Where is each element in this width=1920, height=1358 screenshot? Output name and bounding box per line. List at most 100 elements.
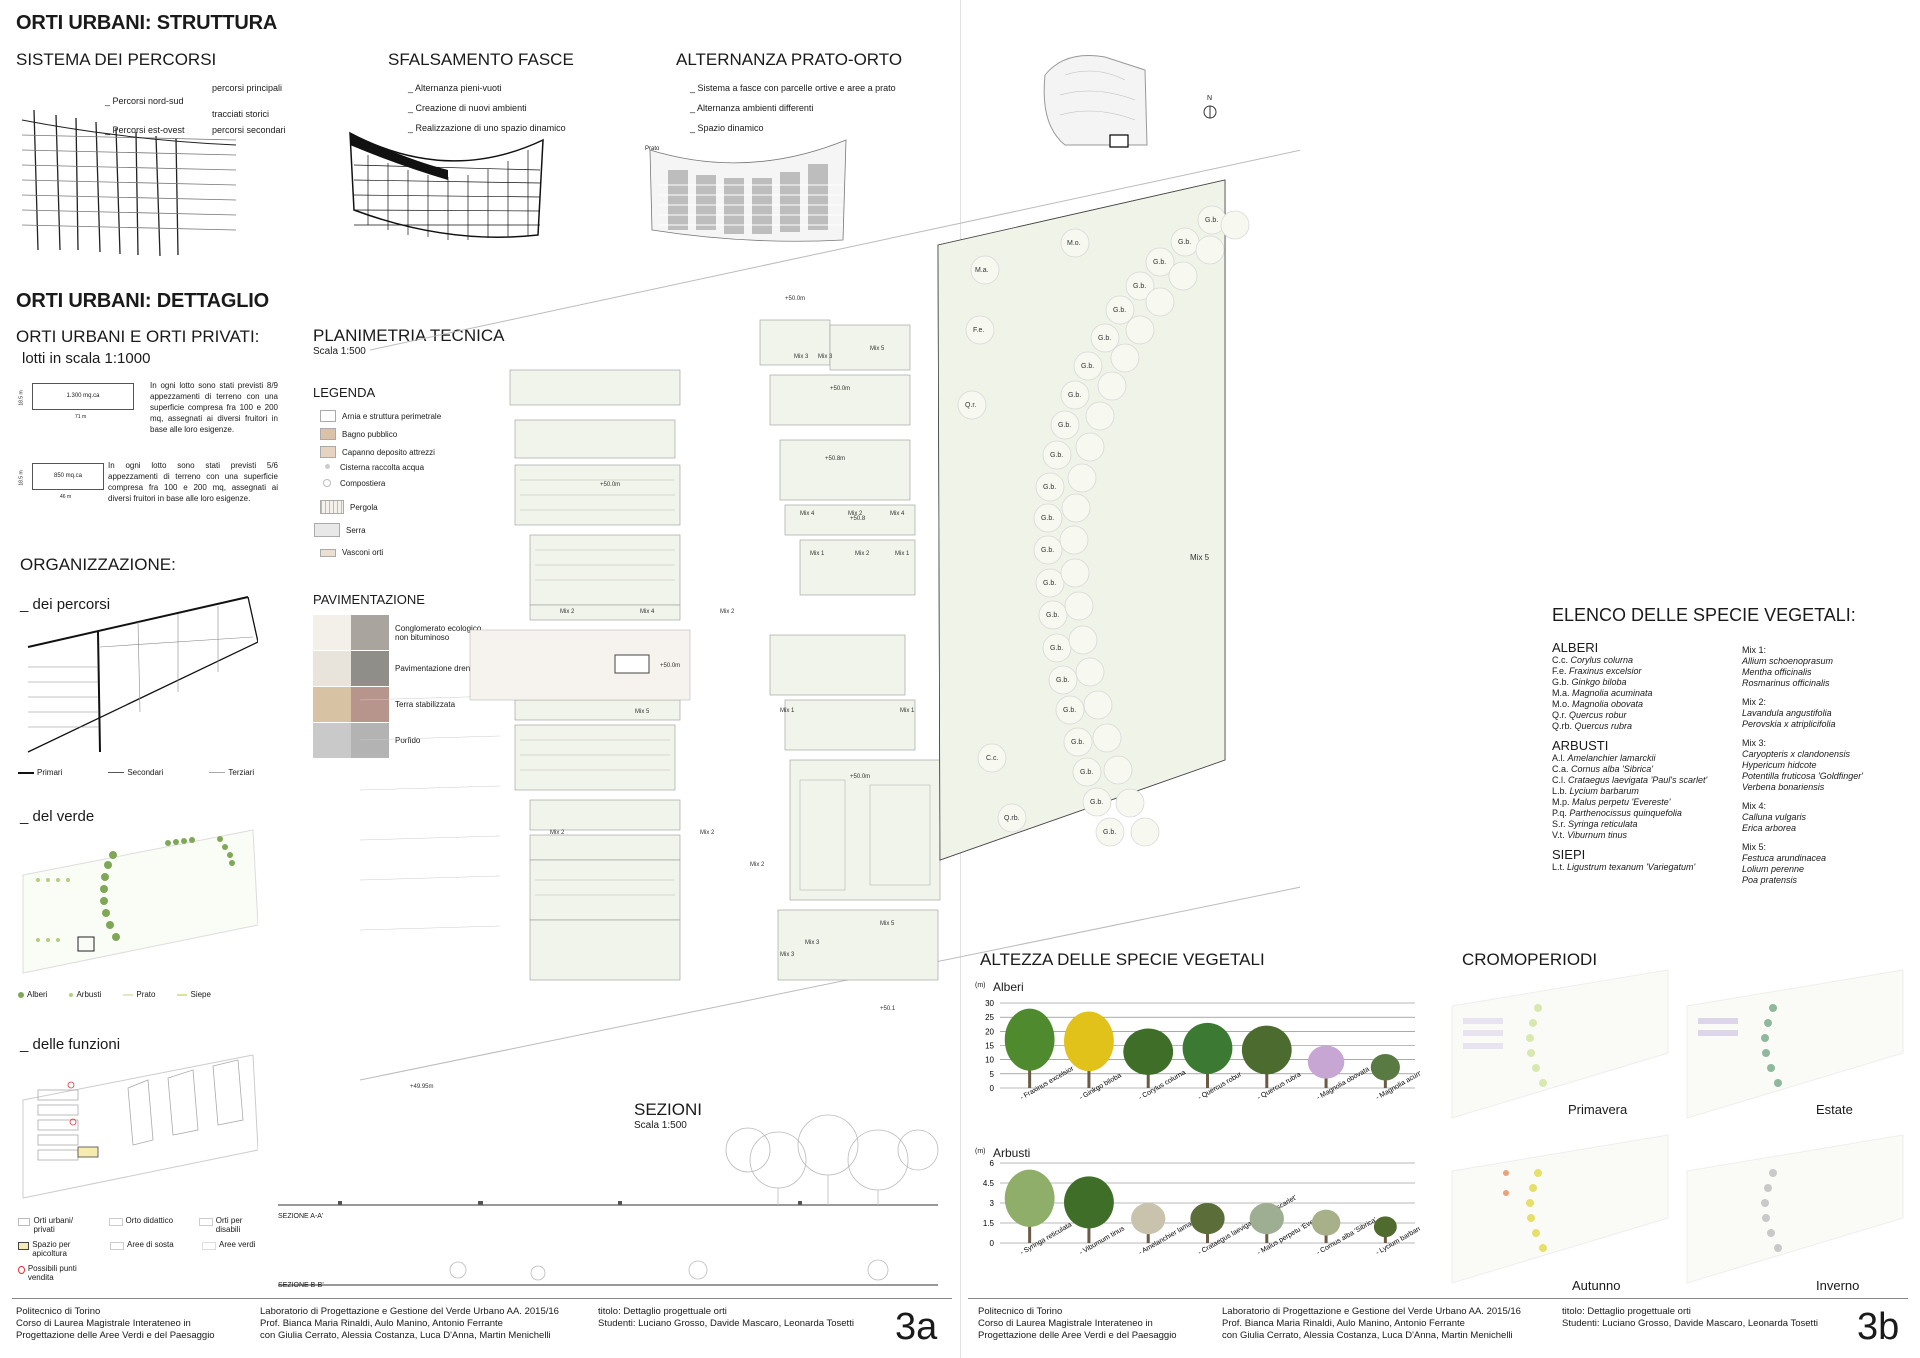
svg-text:G.b.: G.b.	[1205, 217, 1218, 224]
arbusti-chart-bar-4	[1249, 1203, 1284, 1235]
sezione-a-label: SEZIONE A-A'	[278, 1213, 324, 1220]
alberi-chart-bar-5	[1307, 1045, 1345, 1079]
mix-4-a: Mix 4	[800, 511, 815, 517]
svg-text:Q.r.: Q.r.	[965, 402, 976, 409]
percorsi-ns-label: _ Percorsi nord-sud	[105, 96, 184, 106]
alberi-chart-category-1: - Ginkgo biloba	[1078, 1072, 1122, 1102]
percorsi-principali-label: percorsi principali	[212, 83, 283, 93]
alberi-chart-bar-6	[1370, 1054, 1400, 1081]
orti-title: ORTI URBANI E ORTI PRIVATI:	[16, 327, 260, 346]
footer-rule-left	[12, 1298, 952, 1299]
arbusti-chart: 01.534.56- Syringa reticulata- Viburnum …	[983, 1159, 1420, 1257]
mix-4-b: Mix 4	[890, 511, 905, 517]
alberi-chart-ytick-3: 15	[985, 1042, 994, 1051]
alberi-chart-category-4: - Quercus rubra	[1256, 1071, 1302, 1102]
arbusti-chart-category-1: - Viburnum tinus	[1078, 1225, 1126, 1257]
svg-text:G.b.: G.b.	[1043, 484, 1056, 491]
alberi-chart-trunk-0	[1028, 1064, 1032, 1088]
svg-text:F.e.: F.e.	[973, 327, 984, 334]
legend-capanno: Capanno deposito attrezzi	[320, 446, 435, 458]
alberi-chart-ytick-5: 25	[985, 1013, 994, 1022]
lot2-text: In ogni lotto sono stati previsti 5/6 ap…	[108, 461, 278, 503]
alberi-chart-ytick-0: 0	[990, 1084, 995, 1093]
species-arbusto-6: S.r. Syringa reticulata	[1552, 819, 1638, 829]
alberi-chart-trunk-4	[1265, 1069, 1269, 1088]
legend-arnia: Arnia e struttura perimetrale	[320, 410, 441, 422]
svg-text:G.b.: G.b.	[1178, 239, 1191, 246]
alberi-chart-ytick-4: 20	[985, 1027, 994, 1036]
title-dettaglio: ORTI URBANI: DETTAGLIO	[16, 290, 269, 312]
svg-text:G.b.: G.b.	[1080, 769, 1093, 776]
svg-text:G.b.: G.b.	[1103, 829, 1116, 836]
alberi-unit: (m)	[975, 982, 986, 989]
alberi-chart-category-3: - Quercus robur	[1197, 1071, 1244, 1102]
svg-text:G.b.: G.b.	[1050, 452, 1063, 459]
svg-text:G.b.: G.b.	[1068, 392, 1081, 399]
lot1-text: In ogni lotto sono stati previsti 8/9 ap…	[150, 381, 278, 434]
species-arbusto-3: L.b. Lycium barbarum	[1552, 786, 1639, 796]
svg-text:G.b.: G.b.	[1046, 612, 1059, 619]
sfalsamento-title: SFALSAMENTO FASCE	[388, 50, 574, 69]
arbusti-chart-bar-1	[1064, 1176, 1114, 1229]
svg-text:Q.rb.: Q.rb.	[1004, 815, 1020, 822]
alberi-title: ALBERI	[1552, 640, 1599, 655]
sfalsamento-item-3: _ Realizzazione di uno spazio dinamico	[408, 123, 566, 133]
arbusti-chart-ytick-2: 3	[990, 1199, 995, 1208]
org-percorsi-title: _ dei percorsi	[20, 596, 111, 613]
percorsi-diagram	[21, 109, 237, 257]
legend-cisterna: Cisterna raccolta acqua	[320, 462, 424, 472]
legend-arbusti: Arbusti	[76, 990, 102, 999]
svg-text:G.b.: G.b.	[1050, 645, 1063, 652]
svg-text:M.o.: M.o.	[1067, 240, 1081, 247]
mix-1-a: Mix 1	[810, 551, 825, 557]
alberi-chart-ytick-6: 30	[985, 999, 994, 1008]
arbusti-title: ARBUSTI	[1552, 738, 1609, 753]
mix-3-b: Mix 3	[818, 354, 833, 360]
pav-conglomerato: Conglomerato ecologico non bituminoso	[313, 615, 495, 650]
level-6: +50.0m	[850, 774, 870, 780]
arbusti-chart-trunk-0	[1028, 1221, 1032, 1243]
species-albero-0: C.c. Corylus colurna	[1552, 655, 1634, 665]
legend-prato: Prato	[136, 990, 156, 999]
mix-1-c: Mix 1	[780, 708, 795, 714]
species-albero-2: G.b. Ginkgo biloba	[1552, 677, 1627, 687]
org-verde-title: _ del verde	[20, 808, 95, 825]
season-primavera: Primavera	[1568, 1102, 1628, 1117]
legend-secondari: Secondari	[127, 768, 164, 777]
svg-text:G.b.: G.b.	[1153, 259, 1166, 266]
alberi-chart-trunk-2	[1146, 1070, 1150, 1088]
sezione-b-label: SEZIONE B-B'	[278, 1282, 324, 1289]
svg-text:G.b.: G.b.	[1113, 307, 1126, 314]
alberi-chart-trunk-1	[1087, 1065, 1091, 1088]
alberi-chart-bar-2	[1123, 1028, 1174, 1075]
alberi-chart-bar-1	[1064, 1011, 1114, 1072]
cromoperiodi-title: CROMOPERIODI	[1462, 950, 1598, 969]
species-albero-3: M.a. Magnolia acuminata	[1552, 688, 1653, 698]
arbusti-chart-trunk-3	[1206, 1231, 1209, 1243]
level-8: +49.95m	[410, 1084, 434, 1090]
lot2-area: 850 mq.ca	[53, 473, 83, 479]
pav-terra: Terra stabilizzata	[313, 687, 455, 722]
cromoperiodi-maps	[1451, 969, 1904, 1284]
alternanza-prato-label: Prato	[645, 146, 660, 152]
org-verde-legend: Alberi Arbusti Prato Siepe	[18, 990, 211, 999]
legend-primari: Primari	[37, 768, 63, 777]
alternanza-item-1: _ Sistema a fasce con parcelle ortive e …	[690, 83, 896, 93]
legend-orti-disabili: Orti per disabili	[215, 1216, 243, 1234]
pavimentazione-title: PAVIMENTAZIONE	[313, 592, 425, 607]
north-label: N	[1207, 95, 1213, 102]
alberi-chart-bar-3	[1182, 1022, 1233, 1074]
mix-1-d: Mix 1	[900, 708, 915, 714]
svg-text:G.b.: G.b.	[1133, 283, 1146, 290]
org-funzioni-diagram	[22, 1054, 258, 1199]
species-siepe-0: L.t. Ligustrum texanum 'Variegatum'	[1552, 862, 1696, 872]
mix-5-c: Mix 5	[880, 921, 895, 927]
arbusti-chart-bar-6	[1373, 1216, 1397, 1238]
svg-text:G.b.: G.b.	[1090, 799, 1103, 806]
